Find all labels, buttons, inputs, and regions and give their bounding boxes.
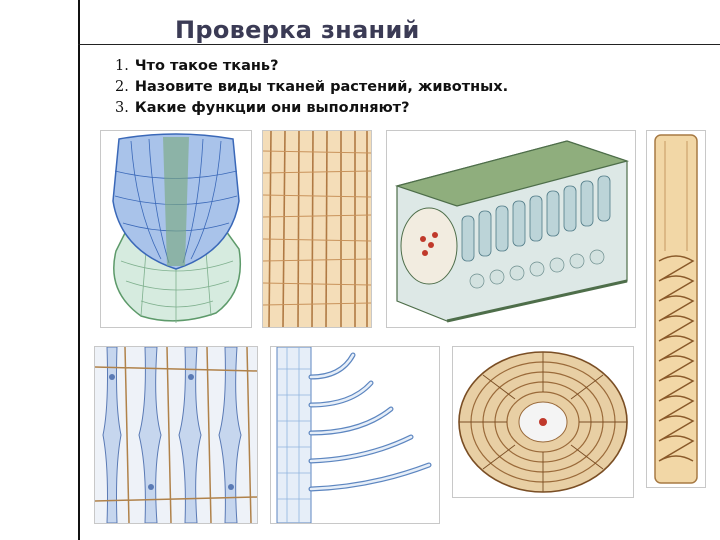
question-list: 1.Что такое ткань? 2.Назовите виды ткане… bbox=[115, 56, 508, 119]
root-hairs-image bbox=[270, 346, 440, 524]
question-item: 1.Что такое ткань? bbox=[115, 58, 279, 74]
title-underline bbox=[78, 44, 720, 45]
meristem-tissue-image bbox=[100, 130, 252, 328]
phloem-tissue-image bbox=[94, 346, 258, 524]
left-vertical-rule bbox=[78, 0, 80, 540]
slide-title: Проверка знаний bbox=[175, 16, 420, 44]
question-item: 2.Назовите виды тканей растений, животны… bbox=[115, 79, 509, 95]
wood-cells-image bbox=[262, 130, 372, 328]
leaf-cross-section-image bbox=[386, 130, 636, 328]
question-item: 3.Какие функции они выполняют? bbox=[115, 100, 410, 116]
xylem-vessel-image bbox=[646, 130, 706, 488]
stone-cell-image bbox=[452, 346, 634, 498]
